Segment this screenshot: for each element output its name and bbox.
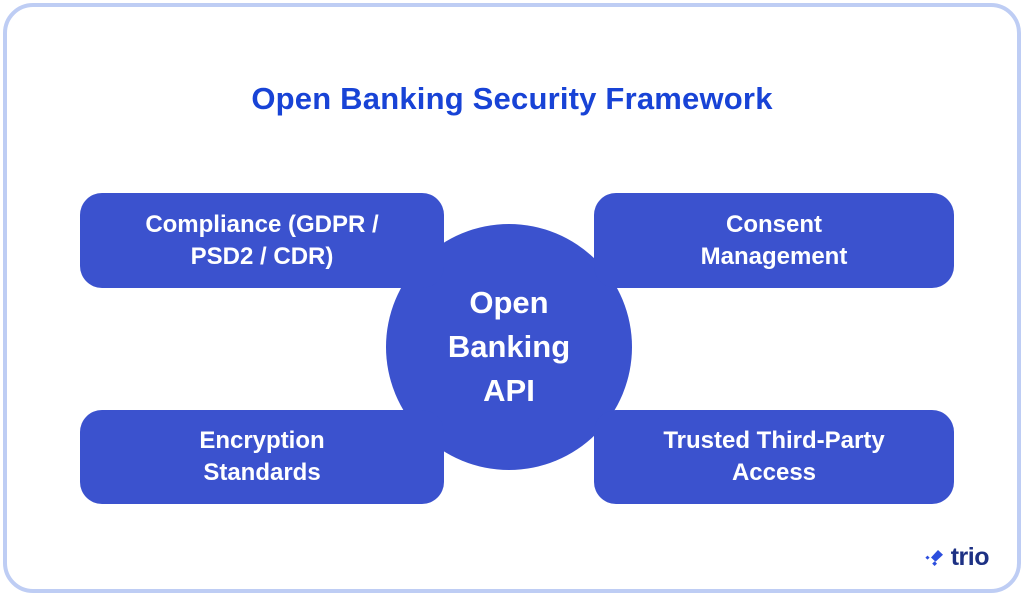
trio-logo-text: trio (950, 543, 990, 571)
box-consent-management-label: Consent Management (700, 210, 848, 270)
infographic-card: Open Banking Security Framework Open Ban… (3, 3, 1021, 593)
box-trusted-third-party-access: Trusted Third-Party Access (594, 410, 954, 504)
page-title: Open Banking Security Framework (251, 81, 773, 116)
box-encryption-standards-label: Encryption Standards (199, 427, 325, 486)
center-node-label: Open Banking API (447, 284, 571, 408)
diagram-stage: Open Banking Security Framework Open Ban… (7, 7, 1017, 589)
trio-logo: trio (922, 543, 990, 572)
box-trusted-third-party-access-label: Trusted Third-Party Access (663, 427, 885, 486)
box-compliance-label: Compliance (GDPR / PSD2 / CDR) (145, 210, 379, 270)
box-consent-management: Consent Management (594, 193, 954, 288)
box-encryption-standards: Encryption Standards (80, 410, 444, 504)
trio-diamonds-icon (922, 546, 946, 570)
box-compliance: Compliance (GDPR / PSD2 / CDR) (80, 193, 444, 288)
